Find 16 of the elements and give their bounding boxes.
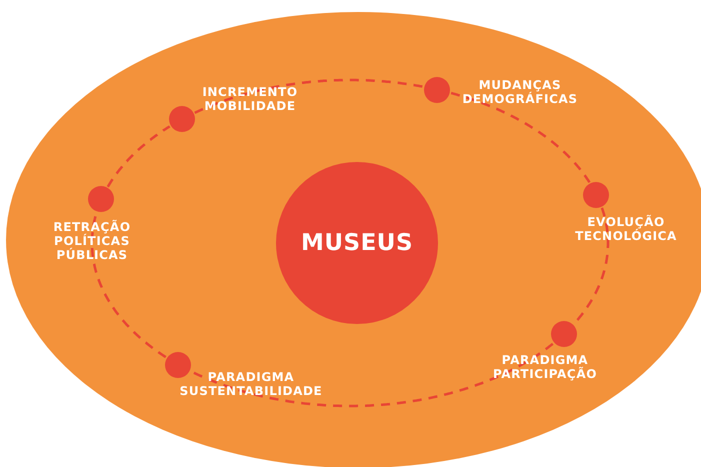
dashed-connector xyxy=(106,125,171,188)
dot-marker xyxy=(424,76,450,103)
dot-label: MUDANÇAS DEMOGRÁFICAS xyxy=(461,78,579,106)
dashed-connector xyxy=(194,78,424,114)
dot-marker xyxy=(551,321,578,347)
dot-label: EVOLUÇÃO TECNOLÓGICA xyxy=(574,215,678,243)
dot-marker xyxy=(165,352,192,378)
dot-label: PARADIGMA SUSTENTABILIDADE xyxy=(178,370,324,398)
dot-marker xyxy=(169,106,196,132)
dashed-connector xyxy=(450,92,591,184)
dot-label: PARADIGMA PARTICIPAÇÃO xyxy=(492,353,598,381)
dot-marker xyxy=(583,182,610,208)
dot-marker xyxy=(88,186,114,212)
node-label: MUSEUS xyxy=(300,230,414,256)
dot-label: INCREMENTO MOBILIDADE xyxy=(201,85,299,113)
dot-label: RETRAÇÃO POLÍTICAS PÚBLICAS xyxy=(52,220,132,262)
